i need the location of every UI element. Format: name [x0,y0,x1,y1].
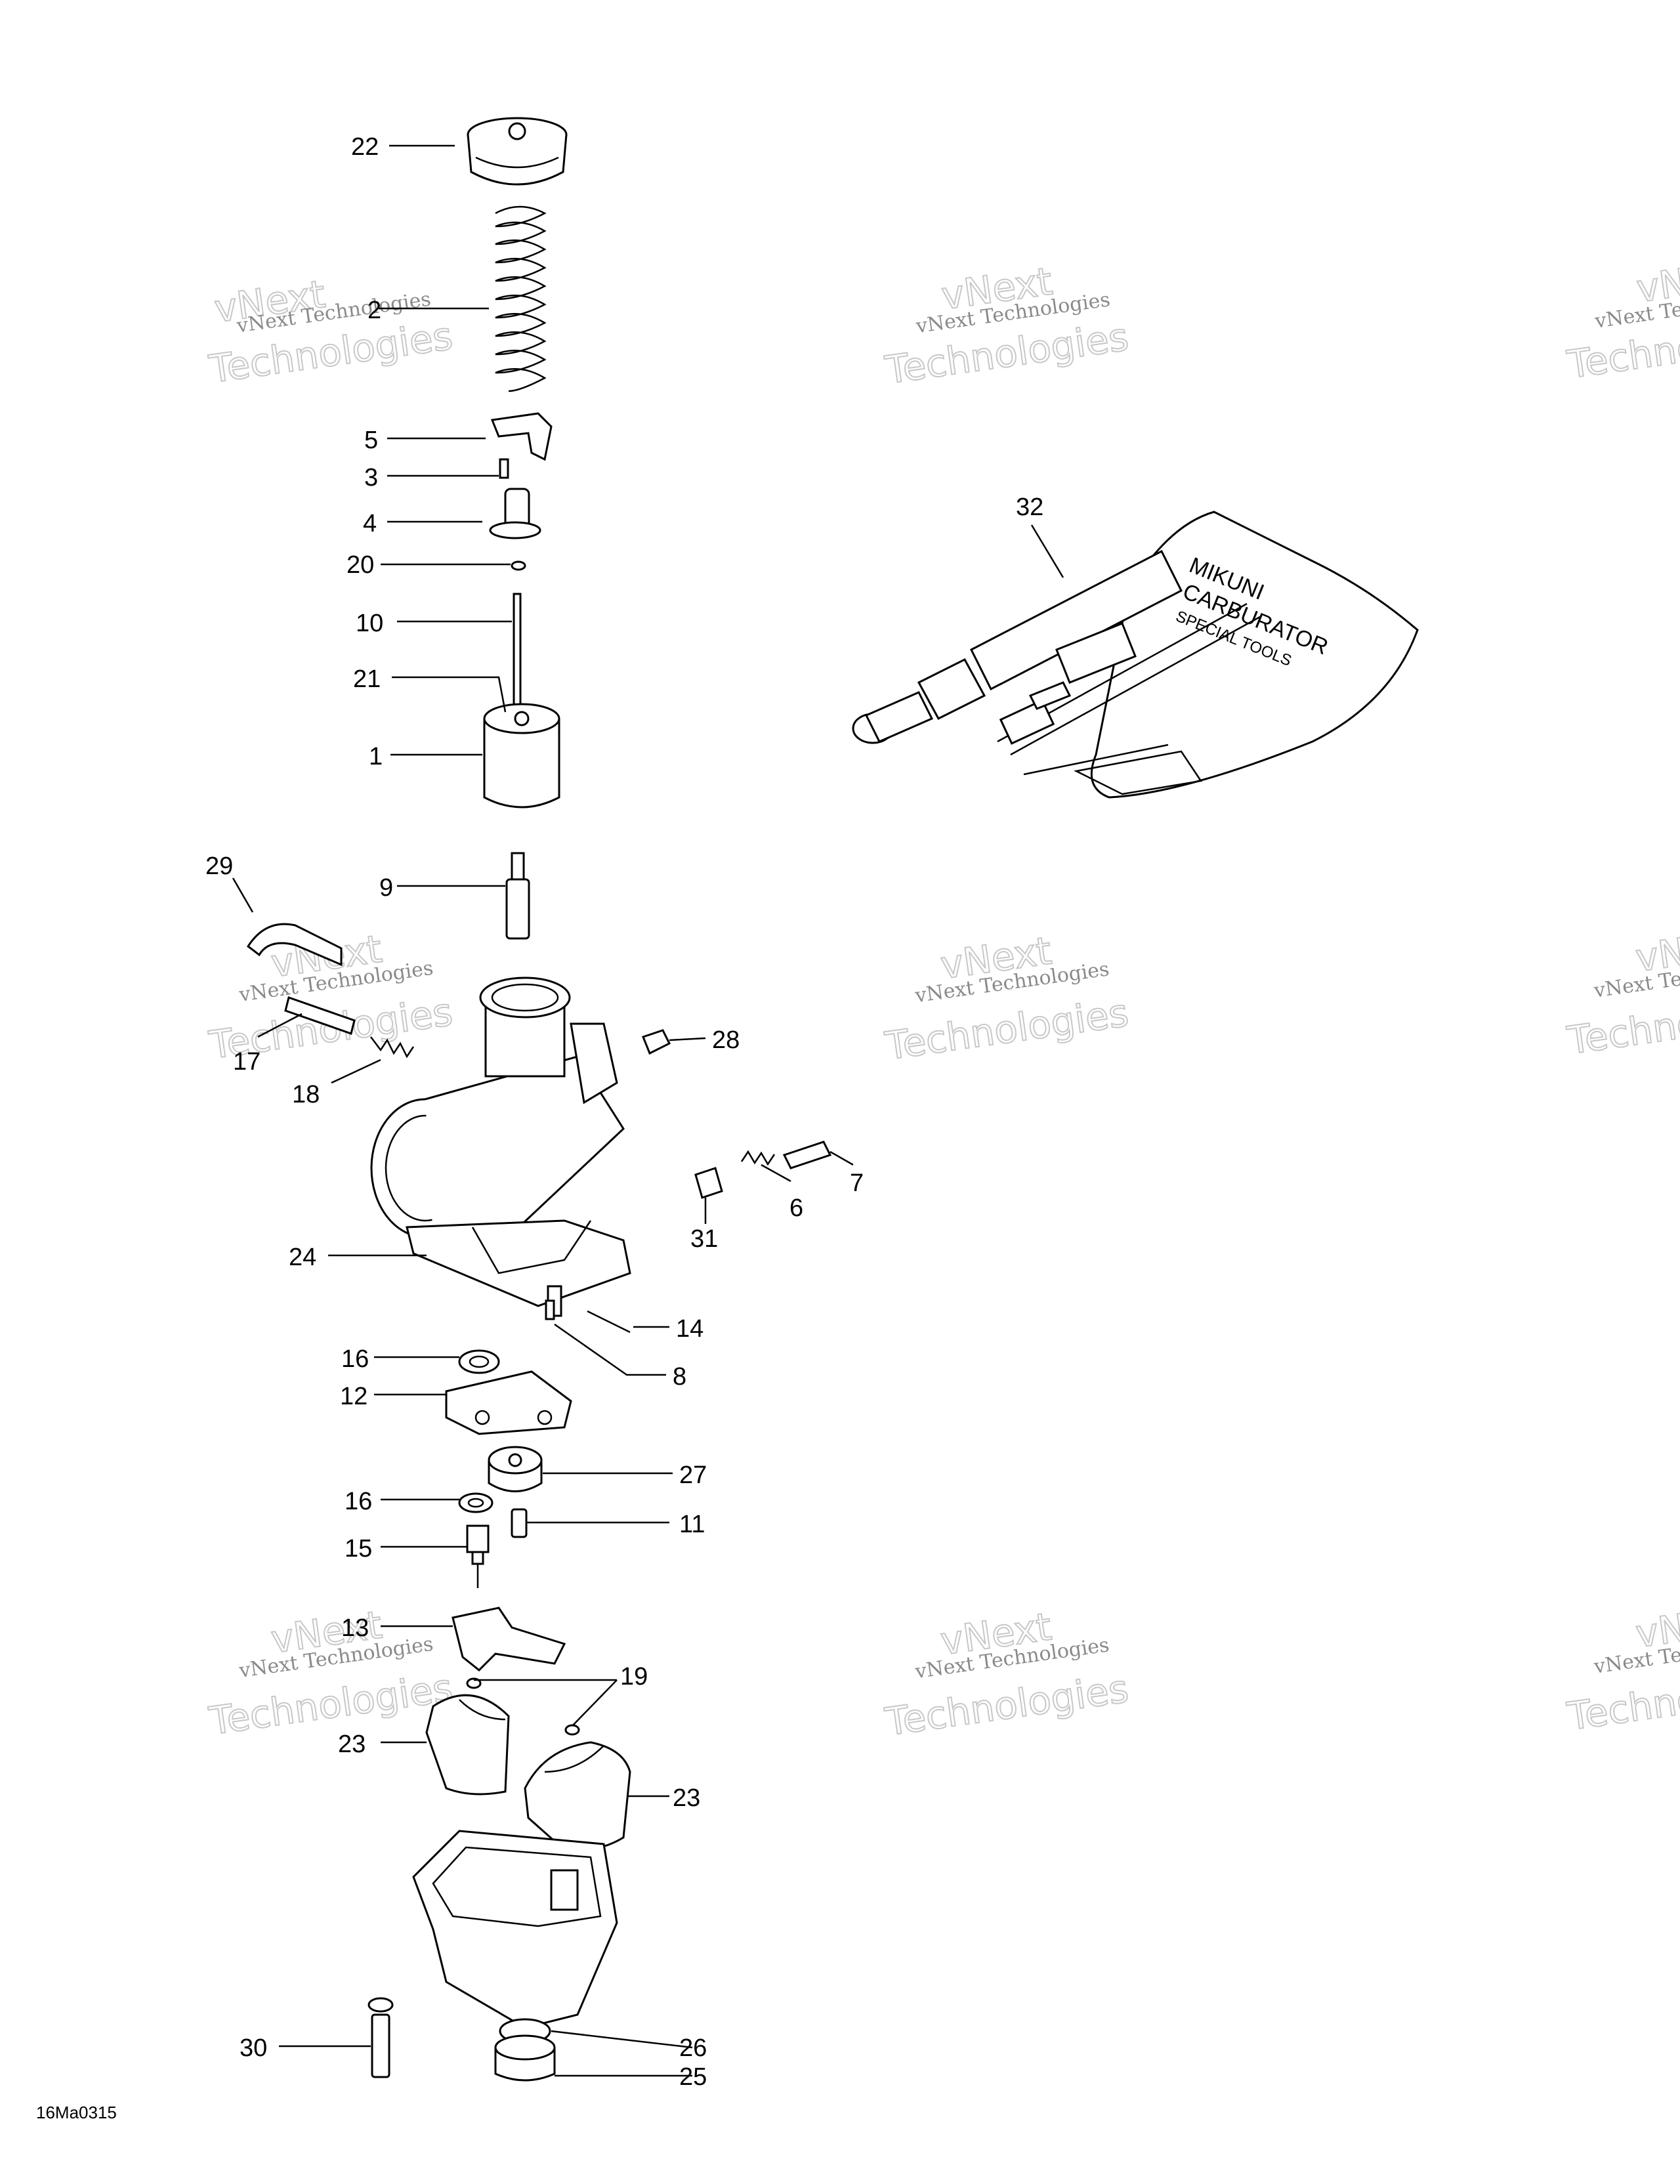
part-20-e-clip [511,560,526,571]
watermark-9: vNext vNext Technologies Technologies [1564,1596,1680,1740]
part-17-pilot-screw [284,996,356,1035]
part-3-screw [499,458,509,479]
part-1-throttle-valve [483,703,560,808]
watermark-3: vNext vNext Technologies Technologies [1564,251,1680,388]
callout-28: 28 [712,1026,740,1054]
callout-20: 20 [346,551,374,579]
callout-7: 7 [850,1169,864,1197]
part-9-needle-jet [505,852,530,940]
part-16-washer-upper [458,1349,500,1374]
callout-26: 26 [679,2034,707,2062]
callout-numbers: 22 2 5 3 4 20 10 21 1 32 29 9 17 18 28 6… [205,133,1043,2091]
callout-18: 18 [292,1081,320,1108]
callout-32: 32 [1016,494,1043,521]
callout-29: 29 [205,852,233,880]
callout-21: 21 [353,665,381,693]
watermark-8: vNext vNext Technologies Technologies [881,1603,1131,1745]
part-27-pilot-jet-holder [488,1446,543,1492]
callout-3: 3 [364,464,378,492]
part-31-cap [694,1167,723,1199]
callout-14: 14 [676,1315,704,1343]
callout-5: 5 [364,427,378,454]
callout-23-right: 23 [673,1784,700,1812]
callout-16-upper: 16 [341,1345,369,1373]
watermark-2: vNext vNext Technologies Technologies [881,258,1131,393]
part-24-carburetor-body [370,976,631,1317]
part-7-screw [782,1141,832,1169]
callout-16-lower: 16 [345,1488,372,1515]
callout-1: 1 [369,743,383,770]
part-23-float-left [425,1694,510,1796]
part-6-spring [740,1150,776,1166]
part-23-float-right [524,1741,631,1851]
part-12-plate [445,1370,572,1435]
callout-30: 30 [240,2034,267,2062]
watermark-1: vNext vNext Technologies Technologies [205,271,455,392]
callout-4: 4 [363,510,377,537]
watermark-7: vNext vNext Technologies Technologies [205,1602,455,1744]
part-28-plug [642,1029,671,1055]
part-5-clip [490,412,553,461]
callout-11: 11 [679,1511,705,1538]
drawing-code: 16Ma0315 [36,2103,117,2122]
part-22-cap [467,117,568,186]
part-16-washer-lower [458,1492,494,1513]
watermark-6: vNext vNext Technologies Technologies [1564,920,1680,1064]
part-11-pilot-jet [511,1508,528,1538]
callout-15: 15 [345,1535,372,1563]
part-10-jet-needle [513,593,522,710]
callout-31: 31 [690,1225,718,1253]
part-2-spring [495,205,547,392]
part-13-float-arm [452,1606,566,1672]
part-29-tube [246,923,343,967]
callout-6: 6 [789,1194,803,1222]
part-float-bowl [412,1830,618,2029]
part-4-needle-retainer [489,488,541,539]
part-15-needle-valve [466,1524,490,1588]
callout-24: 24 [289,1244,316,1271]
callout-9: 9 [379,874,393,902]
part-25-drain-plug [494,2034,556,2082]
callout-22: 22 [351,133,379,161]
watermark-5: vNext vNext Technologies Technologies [881,927,1131,1069]
watermarks: vNext vNext Technologies Technologies vN… [205,251,1680,1745]
callout-10: 10 [356,610,383,637]
part-8-jet [545,1299,555,1320]
callout-25: 25 [679,2063,707,2091]
part-30-screw [368,1997,394,2078]
part-32-tool-kit: MIKUNI CARBURATOR SPECIAL TOOLS [852,511,1419,799]
leader-lines [232,144,1064,2077]
callout-19: 19 [620,1663,648,1690]
part-14-pin [587,1310,631,1334]
callout-23-left: 23 [338,1731,366,1758]
callout-27: 27 [679,1461,707,1489]
callout-12: 12 [340,1383,368,1410]
callout-2: 2 [368,297,381,324]
callout-8: 8 [673,1363,686,1391]
callout-13: 13 [341,1614,369,1642]
callout-17: 17 [233,1048,261,1076]
part-18-spring [370,1036,415,1059]
